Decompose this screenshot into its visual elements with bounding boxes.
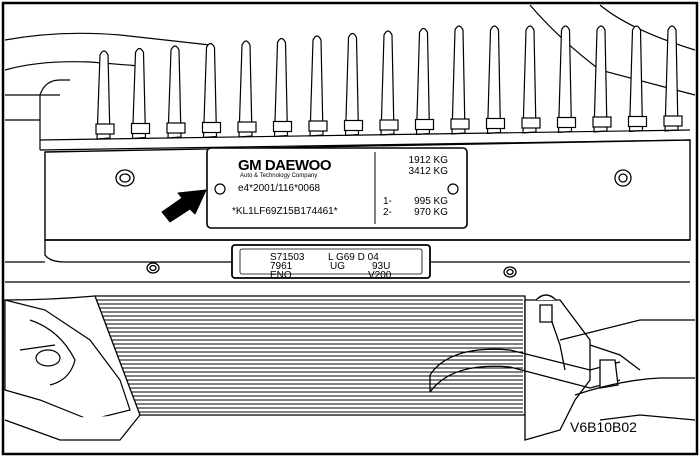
vin-plate-gross-vehicle-weight: 1912 KG	[409, 155, 449, 166]
left-bracket	[4, 299, 141, 441]
right-hose-assembly	[429, 294, 696, 441]
lower-ledge	[5, 240, 690, 283]
support-slat	[486, 25, 502, 135]
engine-plate-line3-right: V200	[368, 270, 392, 281]
vin-plate-axle-2-weight: 970 KG	[414, 207, 448, 218]
slat-foot	[485, 117, 506, 130]
slat-foot	[627, 115, 648, 128]
vin-plate-rivet-left	[214, 183, 226, 195]
engine-plate-line1-right: L G69 D 04	[328, 252, 379, 263]
slat-foot	[201, 121, 222, 134]
vin-plate-vin-number: *KL1LF69Z15B174461*	[232, 206, 338, 217]
vin-plate-gross-combination-weight: 3412 KG	[409, 166, 449, 177]
engine-plate-line1-left: S71503	[270, 252, 305, 263]
vin-plate-axle-1-weight: 995 KG	[414, 196, 448, 207]
slat-foot	[166, 122, 186, 134]
panel-holes	[115, 169, 632, 187]
support-slat	[309, 35, 324, 137]
support-slat	[415, 27, 431, 136]
support-slat	[238, 40, 253, 138]
slat-foot	[450, 118, 470, 130]
slat-foot	[308, 120, 328, 132]
engine-plate-line2-b: UG	[330, 261, 345, 272]
support-slat	[664, 25, 679, 132]
slat-foot	[414, 118, 435, 131]
slat-foot	[237, 121, 257, 133]
slat-foot	[95, 123, 115, 135]
vin-plate: GM DAEWOO Auto & Technology Company e4*2…	[206, 147, 468, 229]
vin-plate-brand: GM DAEWOO	[238, 157, 332, 174]
vin-plate-axle-1-label: 1-	[383, 196, 392, 207]
support-slat	[593, 25, 608, 133]
figure-id-label: V6B10B02	[570, 419, 637, 435]
engine-plate-line2-c: 93U	[372, 261, 390, 272]
support-slat	[344, 32, 360, 137]
engine-plate-inner	[239, 248, 423, 275]
slat-foot	[130, 122, 151, 135]
engine-plate-line3-left: ENO	[270, 270, 292, 281]
slat-foot	[521, 117, 541, 129]
vin-plate-body	[206, 147, 468, 229]
radiator-core	[4, 295, 526, 416]
support-slat	[628, 25, 644, 133]
engine-plate: S71503 L G69 D 04 7961 UG 93U ENO V200	[231, 244, 431, 281]
support-slat	[273, 37, 289, 138]
slat-foot	[343, 119, 364, 132]
support-slat	[557, 25, 573, 134]
vin-plate-axle-2-label: 2-	[383, 207, 392, 218]
vin-plate-rivet-right	[447, 183, 459, 195]
support-slat	[202, 42, 218, 139]
slat-foot	[556, 116, 577, 129]
radiator-support-slats	[95, 25, 683, 140]
support-slat	[451, 25, 466, 135]
vin-plate-subtitle: Auto & Technology Company	[240, 173, 317, 179]
slat-foot	[379, 119, 399, 131]
slat-foot	[272, 120, 293, 133]
support-slat	[522, 25, 537, 134]
slat-foot	[592, 116, 612, 128]
vin-plate-approval-number: e4*2001/116*0068	[238, 183, 321, 194]
slat-foot	[663, 115, 683, 127]
engine-plate-line2-a: 7961	[270, 261, 293, 272]
support-slat	[380, 30, 395, 136]
arrow-icon	[161, 189, 207, 223]
